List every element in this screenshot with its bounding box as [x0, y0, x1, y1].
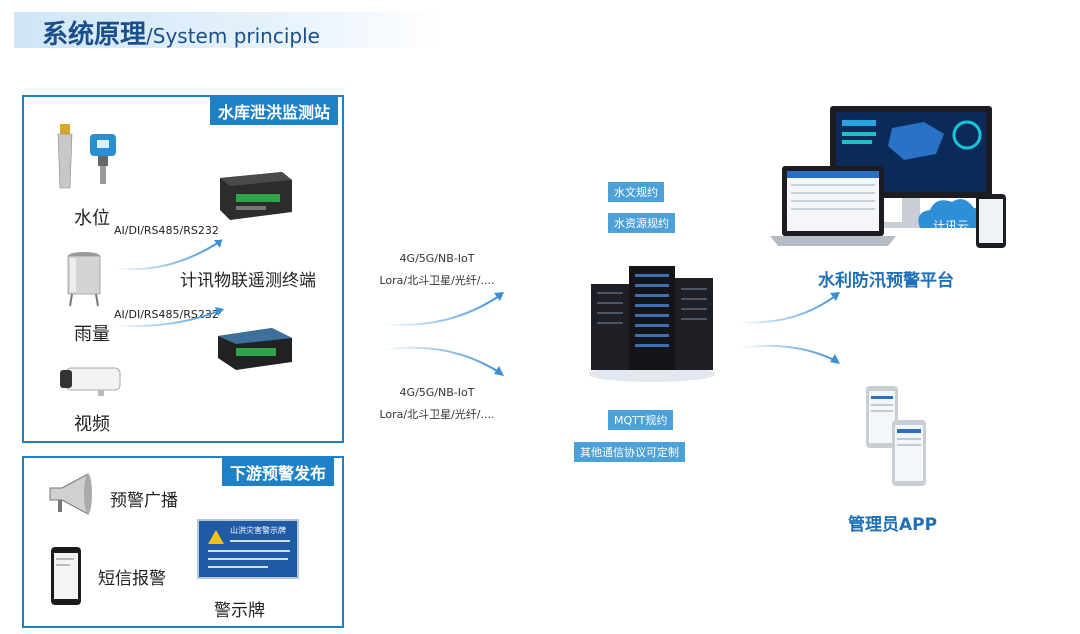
- protocol-tag-water-resource: 水资源规约: [608, 213, 675, 233]
- lower-network-line2: Lora/北斗卫星/光纤/....: [379, 408, 495, 421]
- downstream-tag: 下游预警发布: [222, 458, 335, 486]
- protocol-tag-hydrology: 水文规约: [608, 182, 664, 202]
- upper-network-line2: Lora/北斗卫星/光纤/....: [379, 274, 495, 287]
- terminal-label: 计讯物联遥测终端: [180, 271, 316, 291]
- cloud-label: 计讯云: [933, 219, 970, 233]
- water-level-sensor-icon: [57, 124, 116, 189]
- sensor-to-terminal-arrows: [113, 239, 224, 327]
- terminal-device-icon: [220, 172, 292, 220]
- camera-icon: [60, 367, 121, 396]
- station-tag: 水库泄洪监测站: [210, 97, 339, 125]
- water-level-label: 水位: [74, 208, 110, 229]
- upper-network-label: 4G/5G/NB-IoT Lora/北斗卫星/光纤/....: [362, 248, 512, 292]
- title-en: /System principle: [146, 24, 320, 48]
- protocol-tag-custom: 其他通信协议可定制: [574, 442, 685, 462]
- sign-board-title: 山洪灾害警示牌: [230, 525, 286, 535]
- lower-network-label: 4G/5G/NB-IoT Lora/北斗卫星/光纤/....: [362, 382, 512, 426]
- sms-label: 短信报警: [98, 569, 166, 589]
- interface-label-1: AI/DI/RS485/RS232: [114, 224, 219, 237]
- phone-sms-icon: [51, 547, 81, 605]
- server-rack-icon: [588, 266, 716, 382]
- lower-network-line1: 4G/5G/NB-IoT: [399, 386, 475, 399]
- platform-devices-icon: [770, 106, 1006, 248]
- sign-label: 警示牌: [214, 601, 265, 621]
- warning-sign-icon: 山洪灾害警示牌: [197, 519, 299, 579]
- rain-label: 雨量: [74, 324, 110, 345]
- broadcast-label: 预警广播: [110, 491, 178, 511]
- title-cn: 系统原理: [42, 20, 147, 50]
- header-bar: [14, 12, 446, 48]
- loudspeaker-icon: [49, 473, 92, 515]
- server-output-arrows: [739, 292, 840, 364]
- app-label: 管理员APP: [848, 515, 938, 535]
- upper-network-line1: 4G/5G/NB-IoT: [399, 252, 475, 265]
- network-arrows: [383, 292, 504, 376]
- admin-app-phones-icon: [866, 386, 926, 486]
- protocol-tag-mqtt: MQTT规约: [608, 410, 674, 430]
- platform-label: 水利防汛预警平台: [818, 271, 954, 291]
- terminal-device-icon-2: [218, 328, 292, 370]
- video-label: 视频: [74, 414, 110, 435]
- rain-gauge-icon: [67, 252, 101, 307]
- interface-label-2: AI/DI/RS485/RS232: [114, 308, 219, 321]
- page-title: 系统原理/System principle: [42, 14, 320, 51]
